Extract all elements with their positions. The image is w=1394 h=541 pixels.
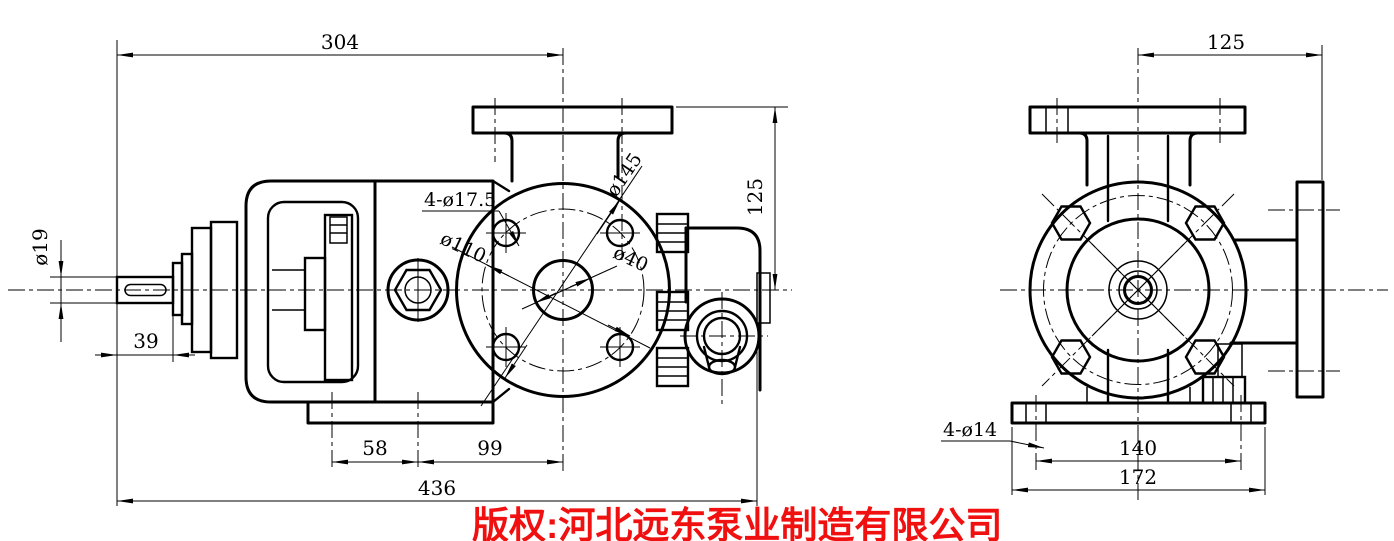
gland-bolt — [329, 216, 348, 244]
body-chamfer-bottom — [491, 387, 511, 404]
cover-hex-bolts — [1050, 205, 1226, 375]
mounting-foot — [306, 400, 495, 425]
dim-port-face-height: 125 — [743, 178, 767, 216]
front-view: 304 436 39 ø19 125 58 99 4-ø17.5 ø110 — [8, 30, 792, 506]
bracket-opening — [266, 200, 360, 384]
dim-overall-width-top: 304 — [321, 30, 359, 54]
relief-valve — [680, 226, 771, 408]
bearing-bracket — [244, 179, 377, 404]
diagonal-centerline — [1041, 193, 1235, 387]
dim-shaft-diameter: ø19 — [28, 228, 52, 266]
dim-overall-length: 436 — [418, 476, 456, 500]
drain-plug — [1201, 343, 1247, 405]
dim-shaft-extension: 39 — [133, 329, 158, 353]
shaft-keyway — [124, 283, 167, 297]
dim-arrow — [596, 199, 621, 235]
body-hex-plug — [386, 258, 450, 322]
dim-arrow — [534, 292, 557, 304]
dim-arrow — [486, 264, 510, 277]
discharge-flange — [1229, 180, 1340, 399]
dim-flange-outer-diameter: ø145 — [602, 149, 647, 201]
dim-foot-base-length: 172 — [1119, 465, 1157, 489]
gland-bolt-blocks — [655, 212, 690, 388]
dim-flange-bolt-holes: 4-ø17.5 — [424, 189, 496, 211]
bolt-circle — [481, 208, 645, 372]
dim-foot-offset-right: 99 — [477, 436, 502, 460]
shaft-collar-1 — [171, 261, 184, 317]
side-base — [1010, 348, 1267, 472]
pump-body — [373, 179, 495, 404]
copyright-watermark: 版权:河北远东泵业制造有限公司 — [472, 505, 1002, 541]
dim-foot-hole-spacing: 140 — [1119, 436, 1157, 460]
cross-diagonal — [1091, 243, 1185, 337]
dim-foot-bolt-holes: 4-ø14 — [943, 419, 997, 441]
dim-foot-offset-left: 58 — [362, 436, 387, 460]
dim-arrow — [504, 344, 528, 379]
dim-bolt-circle-diameter: ø110 — [437, 228, 490, 268]
side-bolt-circle — [1043, 195, 1233, 385]
dim-port-bore-diameter: ø40 — [610, 242, 652, 277]
side-cover-circle — [1065, 217, 1211, 363]
shaft-hole — [1123, 275, 1153, 305]
shaft-collar-2 — [180, 252, 194, 326]
leader-arrow — [498, 210, 520, 247]
port-bore — [532, 259, 594, 321]
hub-circle — [1108, 260, 1168, 320]
dim-arrow — [607, 324, 631, 337]
gland-plate — [323, 213, 354, 382]
seal-circle — [1118, 270, 1158, 310]
coupling-hub — [303, 256, 327, 332]
dim-arrow — [569, 277, 592, 288]
dim-center-to-port-face: 125 — [1207, 30, 1245, 54]
leader-arrow — [1009, 440, 1045, 449]
suction-flange — [471, 105, 674, 183]
side-suction-flange — [1028, 98, 1247, 223]
side-view: 125 4-ø14 140 172 — [941, 30, 1388, 502]
bearing-housing — [209, 220, 239, 360]
body-chamfer-top — [491, 179, 511, 193]
side-body-circle — [1028, 180, 1248, 400]
flange-outer-circle — [455, 182, 671, 398]
diagonal-centerline — [1041, 193, 1235, 387]
